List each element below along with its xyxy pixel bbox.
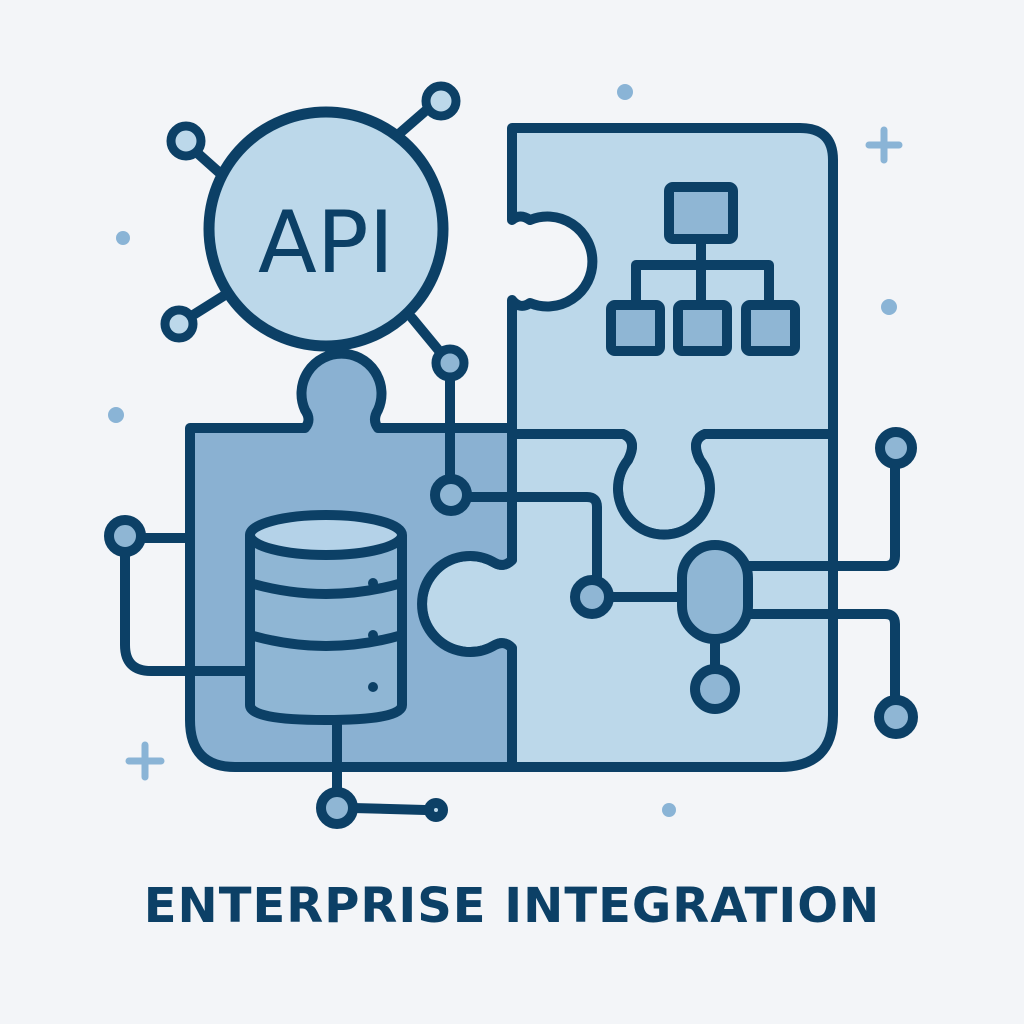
page-title: ENTERPRISE INTEGRATION <box>143 878 881 934</box>
sparkle-decorations <box>108 84 903 817</box>
api-hub-icon: API <box>203 106 449 352</box>
network-node-icon <box>104 427 918 829</box>
database-icon <box>245 510 407 725</box>
api-node-circles <box>160 81 469 382</box>
svg-text:API: API <box>258 193 394 293</box>
org-chart-icon <box>606 182 800 356</box>
